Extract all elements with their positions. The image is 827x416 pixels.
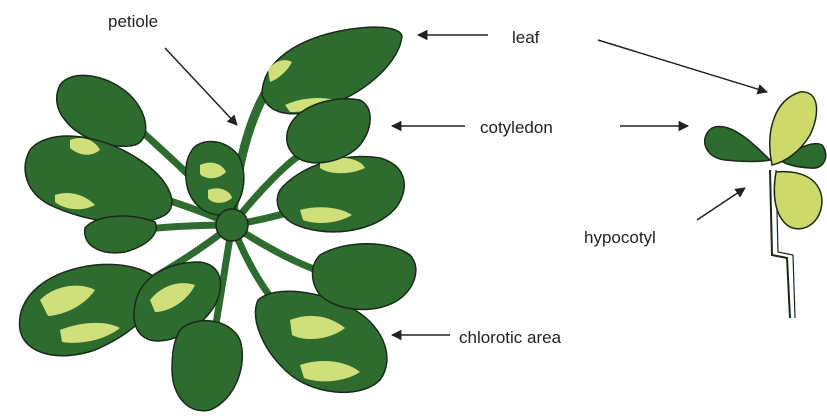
- label-chlorotic-area: chlorotic area: [459, 328, 562, 347]
- rosette: [20, 27, 416, 411]
- seedling-leaf-lower: [774, 172, 822, 229]
- label-leaf: leaf: [512, 28, 540, 47]
- seedling-cotyledon-left: [705, 126, 770, 161]
- label-cotyledon: cotyledon: [480, 118, 553, 137]
- label-hypocotyl: hypocotyl: [584, 228, 656, 247]
- leaf-center: [186, 142, 244, 215]
- arrows: [165, 35, 767, 335]
- leaf-left-small: [85, 216, 157, 253]
- arrow-hypocotyl: [697, 188, 745, 220]
- leaf-right: [313, 244, 416, 310]
- label-petiole: petiole: [108, 12, 158, 31]
- seedling: [705, 92, 826, 318]
- arrow-petiole: [165, 48, 237, 125]
- leaf-bottom: [172, 321, 242, 411]
- arrow-leaf-seedling: [598, 40, 767, 92]
